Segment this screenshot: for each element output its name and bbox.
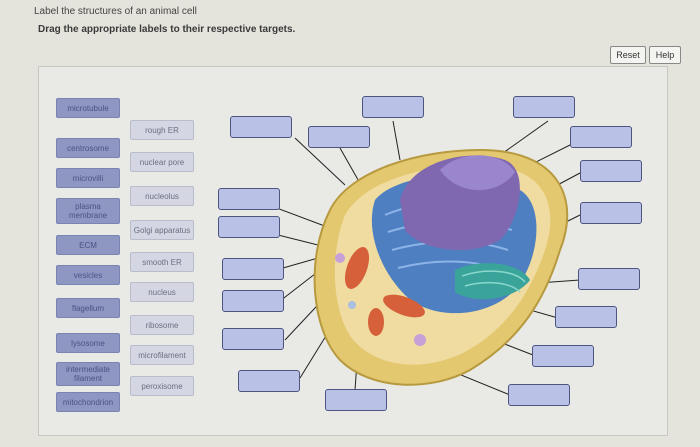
- label-smooth-er[interactable]: smooth ER: [130, 252, 194, 272]
- drop-target[interactable]: [218, 216, 280, 238]
- label-nuclear-pore[interactable]: nuclear pore: [130, 152, 194, 172]
- label-vesicles[interactable]: vesicles: [56, 265, 120, 285]
- drop-target[interactable]: [218, 188, 280, 210]
- drop-target[interactable]: [508, 384, 570, 406]
- drop-target[interactable]: [513, 96, 575, 118]
- drop-target[interactable]: [222, 290, 284, 312]
- label-nucleolus[interactable]: nucleolus: [130, 186, 194, 206]
- label-rough-er[interactable]: rough ER: [130, 120, 194, 140]
- label-ribosome[interactable]: ribosome: [130, 315, 194, 335]
- drop-target[interactable]: [222, 258, 284, 280]
- instruction-text: Drag the appropriate labels to their res…: [38, 24, 296, 35]
- label-golgi-apparatus[interactable]: Golgi apparatus: [130, 220, 194, 240]
- drop-target[interactable]: [580, 160, 642, 182]
- drop-target[interactable]: [555, 306, 617, 328]
- label-lysosome[interactable]: lysosome: [56, 333, 120, 353]
- label-microfilament[interactable]: microfilament: [130, 345, 194, 365]
- label-ecm[interactable]: ECM: [56, 235, 120, 255]
- label-microvilli[interactable]: microvilli: [56, 168, 120, 188]
- drop-target[interactable]: [578, 268, 640, 290]
- label-intermediate-filament[interactable]: intermediate filament: [56, 362, 120, 386]
- drop-target[interactable]: [230, 116, 292, 138]
- drop-target[interactable]: [325, 389, 387, 411]
- drop-target[interactable]: [308, 126, 370, 148]
- label-flagellum[interactable]: flagellum: [56, 298, 120, 318]
- label-centrosome[interactable]: centrosome: [56, 138, 120, 158]
- drop-target[interactable]: [238, 370, 300, 392]
- label-nucleus[interactable]: nucleus: [130, 282, 194, 302]
- label-microtubule[interactable]: microtubule: [56, 98, 120, 118]
- label-plasma-membrane[interactable]: plasma membrane: [56, 198, 120, 224]
- drop-target[interactable]: [570, 126, 632, 148]
- reset-button[interactable]: Reset: [610, 46, 646, 64]
- label-peroxisome[interactable]: peroxisome: [130, 376, 194, 396]
- drop-target[interactable]: [580, 202, 642, 224]
- drop-target[interactable]: [222, 328, 284, 350]
- question-title: Label the structures of an animal cell: [34, 6, 197, 17]
- help-button[interactable]: Help: [649, 46, 681, 64]
- label-mitochondrion[interactable]: mitochondrion: [56, 392, 120, 412]
- drop-target[interactable]: [532, 345, 594, 367]
- drop-target[interactable]: [362, 96, 424, 118]
